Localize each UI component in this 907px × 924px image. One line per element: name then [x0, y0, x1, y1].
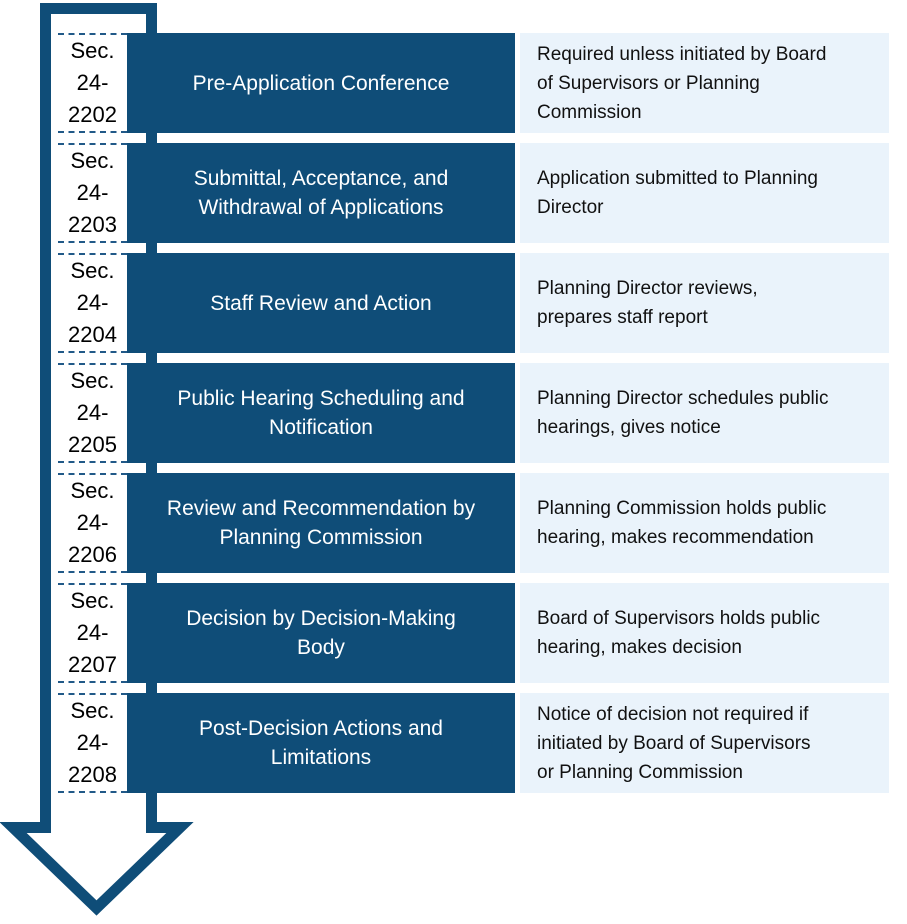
step-description: Board of Supervisors holds public hearin… — [520, 583, 889, 683]
process-step-row: Sec. 24- 2208 Post-Decision Actions and … — [0, 693, 907, 793]
step-title: Review and Recommendation by Planning Co… — [127, 473, 515, 573]
process-step-row: Sec. 24- 2206 Review and Recommendation … — [0, 473, 907, 573]
process-step-row: Sec. 24- 2202 Pre-Application Conference… — [0, 33, 907, 133]
section-label: Sec. 24- 2203 — [58, 143, 127, 243]
step-title: Submittal, Acceptance, and Withdrawal of… — [127, 143, 515, 243]
process-step-row: Sec. 24- 2205 Public Hearing Scheduling … — [0, 363, 907, 463]
step-description: Planning Director reviews, prepares staf… — [520, 253, 889, 353]
step-description: Planning Director schedules public heari… — [520, 363, 889, 463]
section-label: Sec. 24- 2202 — [58, 33, 127, 133]
section-label: Sec. 24- 2208 — [58, 693, 127, 793]
step-description: Planning Commission holds public hearing… — [520, 473, 889, 573]
step-title: Public Hearing Scheduling and Notificati… — [127, 363, 515, 463]
process-step-row: Sec. 24- 2207 Decision by Decision-Makin… — [0, 583, 907, 683]
section-label: Sec. 24- 2205 — [58, 363, 127, 463]
step-title: Post-Decision Actions and Limitations — [127, 693, 515, 793]
section-label: Sec. 24- 2207 — [58, 583, 127, 683]
step-title: Pre-Application Conference — [127, 33, 515, 133]
step-description: Notice of decision not required if initi… — [520, 693, 889, 793]
step-title: Decision by Decision-Making Body — [127, 583, 515, 683]
step-title: Staff Review and Action — [127, 253, 515, 353]
step-description: Application submitted to Planning Direct… — [520, 143, 889, 243]
process-step-row: Sec. 24- 2204 Staff Review and Action Pl… — [0, 253, 907, 353]
process-step-row: Sec. 24- 2203 Submittal, Acceptance, and… — [0, 143, 907, 243]
section-label: Sec. 24- 2206 — [58, 473, 127, 573]
section-label: Sec. 24- 2204 — [58, 253, 127, 353]
step-description: Required unless initiated by Board of Su… — [520, 33, 889, 133]
